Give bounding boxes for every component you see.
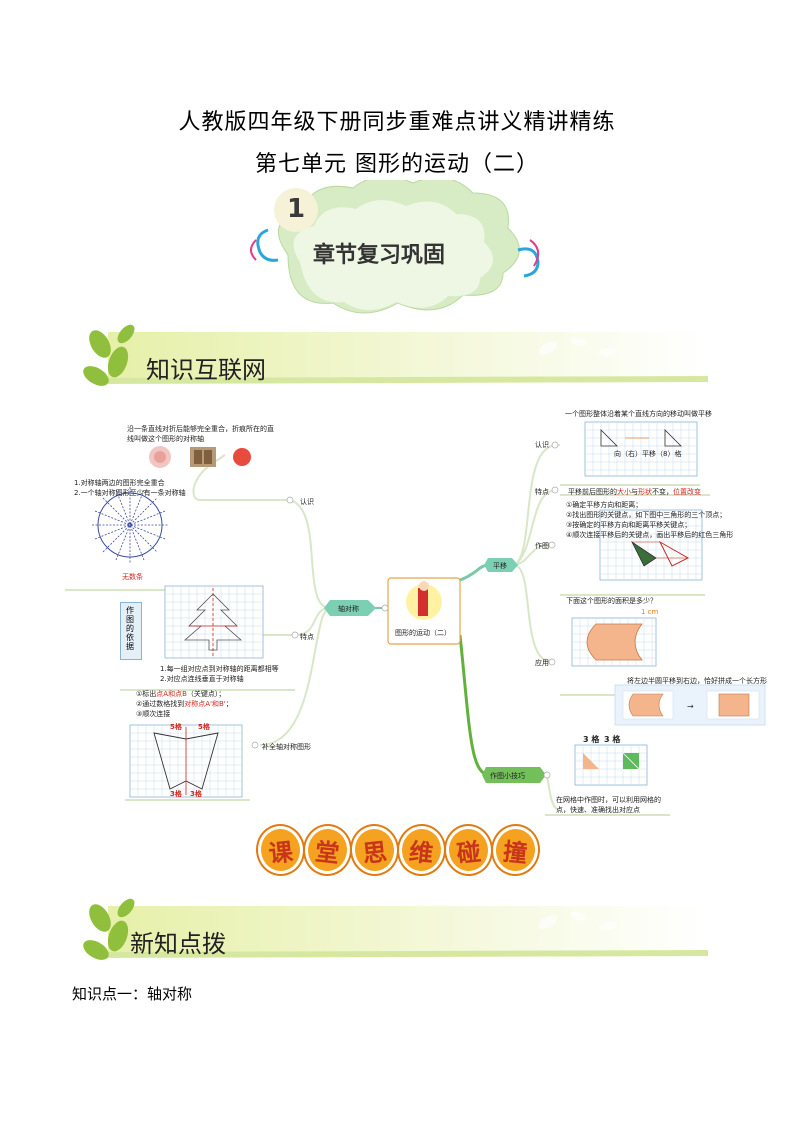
translate-caption: 向（右）平移（8）格 bbox=[614, 450, 682, 458]
classroom-banner-char: 碰 bbox=[443, 823, 494, 877]
translate-draw-step-4: ④顺次连接平移后的关键点，画出平移后的红色三角形 bbox=[566, 531, 734, 539]
axis-note-1: 1.对称轴两边的图形完全重合 bbox=[74, 479, 165, 487]
axis-note-2: 2.一个轴对称图形至少有一条对称轴 bbox=[74, 489, 186, 497]
translate-draw-step-1: ①确定平移方向和距离； bbox=[566, 501, 643, 509]
axis-infinite: 无数条 bbox=[122, 573, 143, 581]
chapter-badge-cloud bbox=[250, 180, 540, 314]
complete-step-1: ①标出点A和点B（关键点）； bbox=[136, 690, 226, 698]
translate-apply-label: 应用 bbox=[535, 659, 549, 667]
translate-apply-question: 下面这个图形的面积是多少？ bbox=[566, 597, 657, 605]
chapter-label: 章节复习巩固 bbox=[313, 243, 446, 268]
tips-note-1: 在网格中作图时，可以利用网格的 bbox=[556, 796, 661, 804]
complete-grid-3a: 3格 bbox=[170, 790, 182, 798]
branch-drawing-tips: 作图小技巧 bbox=[490, 772, 525, 780]
translate-feature-label: 特点 bbox=[535, 488, 549, 496]
classroom-banner-char: 堂 bbox=[302, 823, 353, 877]
branch-translation: 平移 bbox=[493, 562, 507, 570]
classroom-banner-char: 思 bbox=[349, 823, 400, 877]
translate-recognize-label: 认识 bbox=[535, 441, 549, 449]
classroom-banner-char: 维 bbox=[396, 823, 447, 877]
tips-note-2: 点，快速、准确找出对应点 bbox=[556, 806, 640, 814]
banner-new-knowledge-text: 新知点拨 bbox=[130, 930, 226, 958]
translate-def: 一个图形整体沿着某个直线方向的移动叫做平移 bbox=[565, 410, 712, 418]
axis-complete-label: 补全轴对称图形 bbox=[262, 743, 311, 751]
edge-axis-complete bbox=[259, 607, 331, 746]
chapter-number: 1 bbox=[287, 194, 306, 224]
banner-knowledge-web-text: 知识互联网 bbox=[146, 356, 266, 384]
translate-draw-step-3: ③按确定的平移方向和距离平移关键点； bbox=[566, 521, 692, 529]
tips-cells-b: 3 格 bbox=[604, 735, 621, 744]
translate-apply-unit: 1 cm bbox=[641, 608, 659, 616]
classroom-banner-char: 撞 bbox=[490, 823, 541, 877]
classroom-banner: 课堂思维碰撞 bbox=[255, 823, 541, 882]
banner-knowledge-web bbox=[83, 324, 708, 386]
svg-text:→: → bbox=[687, 702, 694, 711]
complete-grid-5a: 5格 bbox=[170, 723, 182, 731]
axis-feature-label: 特点 bbox=[300, 633, 314, 641]
mindmap-diagram: → bbox=[65, 421, 766, 816]
edge-axis-recognize bbox=[192, 454, 331, 609]
basis-tag: 作图的依据 bbox=[120, 602, 142, 660]
complete-step-3: ③顺次连接 bbox=[136, 710, 171, 718]
complete-grid-3b: 3格 bbox=[190, 790, 202, 798]
axis-def-2: 线叫做这个图形的对称轴 bbox=[127, 435, 204, 443]
translate-feature-text: 平移前后图形的大小与形状不变，位置改变 bbox=[568, 488, 701, 496]
complete-step-2: ②通过数格找到对称点A'和B'； bbox=[136, 700, 233, 708]
feature-note-1: 1.每一组对应点到对称轴的距离都相等 bbox=[160, 665, 279, 673]
document-title: 人教版四年级下册同步重难点讲义精讲精练 bbox=[178, 110, 616, 135]
complete-grid-5b: 5格 bbox=[198, 723, 210, 731]
translate-draw-label: 作图 bbox=[535, 542, 549, 550]
classroom-banner-char: 课 bbox=[255, 823, 306, 877]
basis-tag-text: 作图的依据 bbox=[126, 606, 134, 651]
document-subtitle: 第七单元 图形的运动（二） bbox=[255, 152, 539, 177]
mindmap-center-label: 图形的运动（二） bbox=[395, 629, 451, 637]
axis-recognize-label: 认识 bbox=[300, 498, 314, 506]
translate-draw-step-2: ②找出图形的关键点，如下图中三角形的三个顶点； bbox=[566, 511, 727, 519]
translate-apply-answer: 将左边半圆平移到右边，恰好拼成一个长方形 bbox=[627, 677, 767, 685]
banner-new-knowledge bbox=[83, 898, 708, 960]
axis-def-1: 沿一条直线对折后能够完全重合，折痕所在的直 bbox=[127, 425, 274, 433]
tips-cells-a: 3 格 bbox=[583, 735, 600, 744]
knowledge-point-heading: 知识点一：轴对称 bbox=[72, 985, 193, 1003]
branch-axis-symmetry: 轴对称 bbox=[338, 605, 359, 613]
feature-note-2: 2.对应点连线垂直于对称轴 bbox=[160, 675, 244, 683]
